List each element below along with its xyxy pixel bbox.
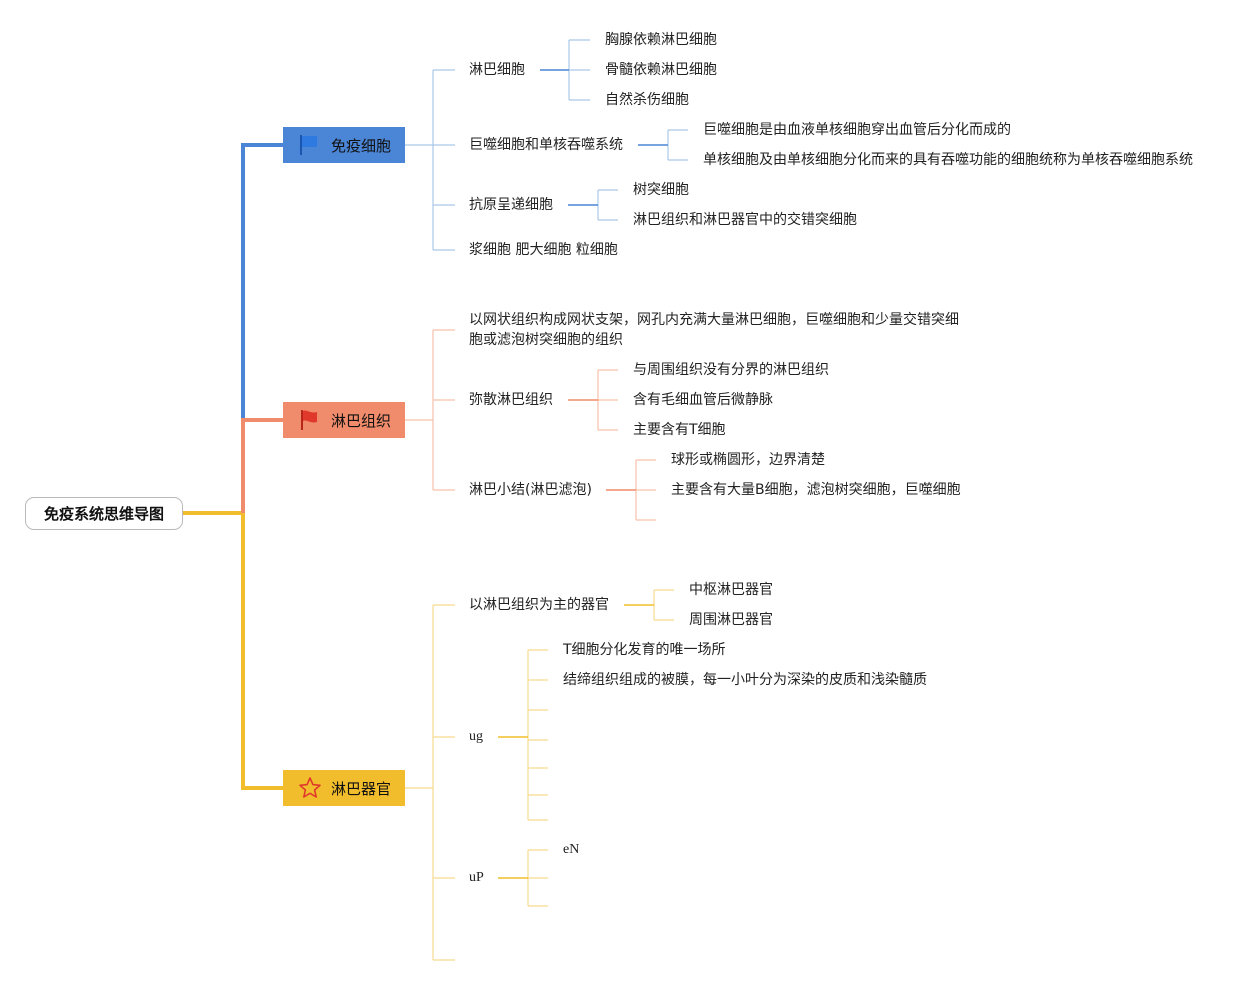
blue-flag-icon xyxy=(298,133,320,157)
subtopic[interactable]: 单核细胞及由单核细胞分化而来的具有吞噬功能的细胞统称为单核吞噬细胞系统 xyxy=(703,152,1193,168)
topic-other-cells[interactable]: 浆细胞 肥大细胞 粒细胞 xyxy=(469,242,618,258)
topic-lymphocytes[interactable]: 淋巴细胞 xyxy=(469,62,525,78)
root-label: 免疫系统思维导图 xyxy=(43,505,164,523)
subtopic[interactable]: 自然杀伤细胞 xyxy=(605,92,689,108)
subtopic[interactable]: 胸腺依赖淋巴细胞 xyxy=(605,32,717,48)
subtopic[interactable]: 结缔组织组成的被膜，每一小叶分为深染的皮质和浅染髓质 xyxy=(563,672,927,688)
subtopic[interactable]: 树突细胞 xyxy=(633,182,689,198)
branch-node-lymphoid-organs[interactable]: 淋巴器官 xyxy=(283,770,405,806)
subtopic[interactable]: 球形或椭圆形，边界清楚 xyxy=(671,452,825,468)
star-icon xyxy=(298,776,321,800)
topic-organ-types[interactable]: 以淋巴组织为主的器官 xyxy=(469,597,609,613)
subtopic[interactable]: 主要含有大量B细胞，滤泡树突细胞，巨噬细胞 xyxy=(671,482,961,498)
topic-macrophage-system[interactable]: 巨噬细胞和单核吞噬系统 xyxy=(469,137,623,153)
subtopic[interactable]: 含有毛细血管后微静脉 xyxy=(633,392,773,408)
subtopic[interactable]: 巨噬细胞是由血液单核细胞穿出血管后分化而成的 xyxy=(703,122,1011,138)
topic-tissue-definition[interactable]: 以网状组织构成网状支架，网孔内充满大量淋巴细胞，巨噬细胞和少量交错突细胞或滤泡树… xyxy=(469,312,959,348)
branch-node-immune-cells[interactable]: 免疫细胞 xyxy=(283,127,405,163)
branch-label: 免疫细胞 xyxy=(330,136,391,155)
subtopic[interactable]: 主要含有T细胞 xyxy=(633,422,726,438)
topic-up[interactable]: uP xyxy=(469,870,484,885)
subtopic[interactable]: 淋巴组织和淋巴器官中的交错突细胞 xyxy=(633,212,857,228)
branch-node-lymphoid-tissue[interactable]: 淋巴组织 xyxy=(283,402,405,438)
topic-ug[interactable]: ug xyxy=(469,729,483,744)
branch-label: 淋巴组织 xyxy=(330,411,391,430)
root-node[interactable]: 免疫系统思维导图 xyxy=(25,497,183,530)
subtopic[interactable]: 周围淋巴器官 xyxy=(689,612,773,628)
subtopic[interactable]: 骨髓依赖淋巴细胞 xyxy=(605,62,717,78)
subtopic[interactable]: 与周围组织没有分界的淋巴组织 xyxy=(633,362,829,378)
topic-lymphoid-nodule[interactable]: 淋巴小结(淋巴滤泡) xyxy=(469,482,592,498)
topic-antigen-presenting-cells[interactable]: 抗原呈递细胞 xyxy=(469,197,553,213)
subtopic[interactable]: T细胞分化发育的唯一场所 xyxy=(563,642,726,658)
branch-label: 淋巴器官 xyxy=(330,779,391,798)
subtopic[interactable]: 中枢淋巴器官 xyxy=(689,582,773,598)
topic-diffuse-lymphoid-tissue[interactable]: 弥散淋巴组织 xyxy=(469,392,553,408)
red-flag-icon xyxy=(298,408,320,432)
subtopic[interactable]: eN xyxy=(563,842,580,857)
